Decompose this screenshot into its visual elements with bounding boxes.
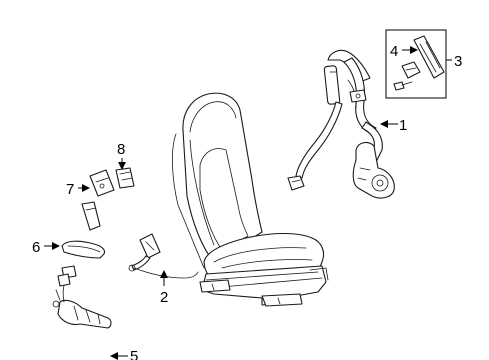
callout-1: 1 xyxy=(399,117,407,134)
part-6-slide-cover xyxy=(61,240,106,259)
callout-5: 5 xyxy=(130,348,138,360)
callout-4: 4 xyxy=(390,43,398,60)
part-1-shoulder-belt-retractor xyxy=(287,49,395,199)
callout-8: 8 xyxy=(117,141,125,158)
part-5-pretensioner xyxy=(52,265,112,329)
part-2-buckle xyxy=(128,233,199,279)
part-8-bracket xyxy=(115,167,135,189)
inset-box-part-3-4 xyxy=(385,29,447,99)
leader-lines xyxy=(44,46,452,360)
callout-7: 7 xyxy=(66,181,74,198)
callout-6: 6 xyxy=(32,239,40,256)
callout-2: 2 xyxy=(160,289,168,306)
seat-assembly xyxy=(171,92,329,307)
callout-3: 3 xyxy=(454,53,462,70)
part-7-guide xyxy=(81,169,115,231)
